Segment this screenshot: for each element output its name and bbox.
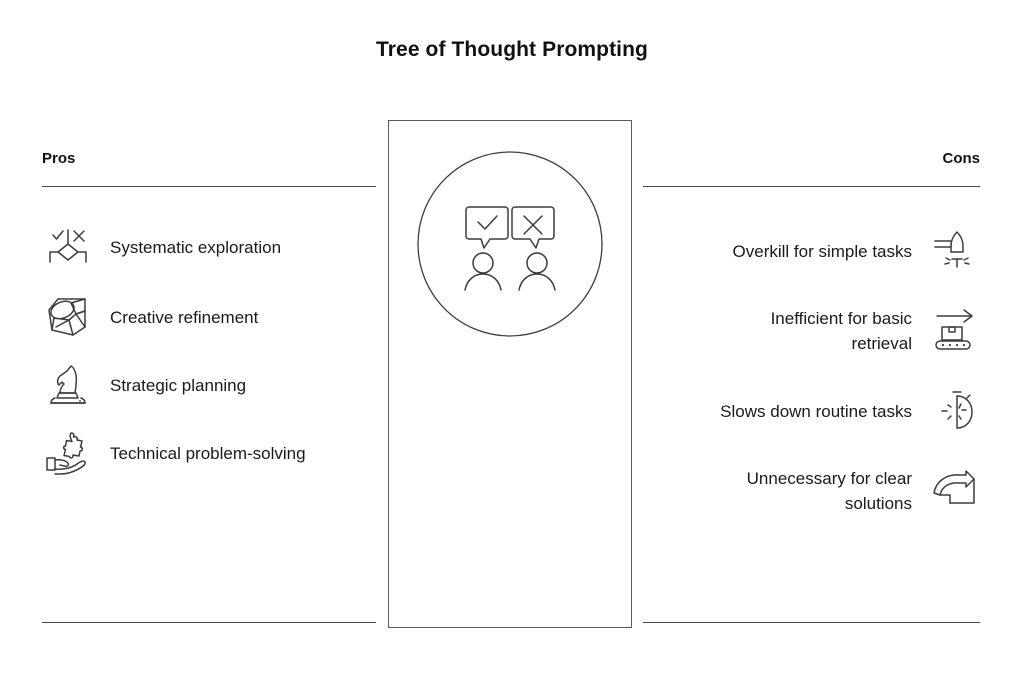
hand-puzzle-icon <box>42 427 94 479</box>
list-item-label: Slows down routine tasks <box>720 401 912 421</box>
cons-column: Cons Overkill for simple tasks <box>643 150 980 517</box>
half-clock-icon <box>928 385 980 437</box>
gem-icon <box>42 291 94 343</box>
center-panel <box>388 120 632 628</box>
curved-arrow-icon <box>928 465 980 517</box>
list-item[interactable]: Creative refinement <box>42 291 376 343</box>
cons-bottom-divider <box>643 622 980 623</box>
check-bubble-icon <box>465 206 509 249</box>
list-item[interactable]: Technical problem-solving <box>42 427 376 479</box>
pros-divider <box>42 186 376 187</box>
list-item-label: Unnecessary for clear solutions <box>746 469 912 513</box>
cons-list: Overkill for simple tasks Inefficient fo… <box>643 225 980 517</box>
list-item[interactable]: Unnecessary for clear solutions <box>643 465 980 517</box>
list-item[interactable]: Strategic planning <box>42 359 376 411</box>
decision-tree-icon <box>42 221 94 273</box>
pros-column: Pros Systematic exploration <box>42 150 376 479</box>
person-right-icon <box>518 252 556 291</box>
list-item-label: Systematic exploration <box>110 237 282 257</box>
cross-bubble-icon <box>511 206 555 249</box>
list-item-label: Strategic planning <box>110 375 247 395</box>
pros-heading: Pros <box>42 150 76 167</box>
list-item-label: Creative refinement <box>110 307 259 327</box>
list-item[interactable]: Slows down routine tasks <box>643 385 980 437</box>
list-item-label: Inefficient for basic retrieval <box>770 309 912 353</box>
conveyor-belt-icon <box>928 305 980 357</box>
cons-heading: Cons <box>942 150 981 167</box>
list-item[interactable]: Inefficient for basic retrieval <box>643 305 980 357</box>
list-item-label: Technical problem-solving <box>110 443 306 463</box>
chess-knight-icon <box>42 359 94 411</box>
list-item[interactable]: Systematic exploration <box>42 221 376 273</box>
bullet-target-icon <box>928 225 980 277</box>
list-item[interactable]: Overkill for simple tasks <box>643 225 980 277</box>
pros-bottom-divider <box>42 622 376 623</box>
person-left-icon <box>464 252 502 291</box>
center-illustration <box>417 151 603 337</box>
page-title: Tree of Thought Prompting <box>376 38 648 61</box>
list-item-label: Overkill for simple tasks <box>732 241 912 261</box>
cons-divider <box>643 186 980 187</box>
pros-list: Systematic exploration Creative refi <box>42 221 376 479</box>
